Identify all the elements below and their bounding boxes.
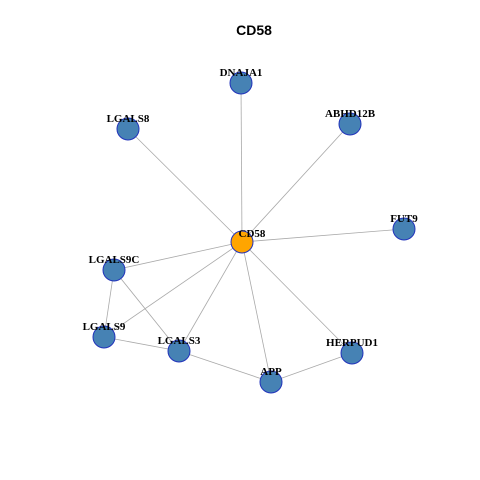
node-label-lgals3: LGALS3 xyxy=(158,335,201,347)
node-label-cd58: CD58 xyxy=(239,228,266,240)
node-lgals3[interactable] xyxy=(167,339,191,363)
edge-app-herpud1 xyxy=(270,352,353,383)
node-label-lgals8: LGALS8 xyxy=(107,113,150,125)
node-herpud1[interactable] xyxy=(340,341,364,365)
node-label-abhd12b: ABHD12B xyxy=(325,108,376,120)
edge-lgals9c-lgals3 xyxy=(113,269,180,352)
node-label-herpud1: HERPUD1 xyxy=(326,337,378,349)
node-cd58[interactable] xyxy=(230,230,254,254)
edge-lgals3-app xyxy=(178,350,272,383)
edge-cd58-herpud1 xyxy=(241,241,353,354)
node-layer xyxy=(92,71,416,394)
node-fut9[interactable] xyxy=(392,217,416,241)
edge-layer xyxy=(103,82,405,383)
edge-cd58-lgals8 xyxy=(127,128,243,243)
node-lgals9c[interactable] xyxy=(102,258,126,282)
edge-lgals9-lgals3 xyxy=(103,336,180,352)
node-app[interactable] xyxy=(259,370,283,394)
node-label-lgals9c: LGALS9C xyxy=(89,254,140,266)
node-label-dnaja1: DNAJA1 xyxy=(220,67,263,79)
node-dnaja1[interactable] xyxy=(229,71,253,95)
node-lgals9[interactable] xyxy=(92,325,116,349)
edge-cd58-abhd12b xyxy=(241,123,351,243)
graph-title: CD58 xyxy=(236,22,272,38)
edge-cd58-lgals9c xyxy=(113,241,243,271)
edge-cd58-dnaja1 xyxy=(240,82,243,243)
node-label-lgals9: LGALS9 xyxy=(83,321,126,333)
node-abhd12b[interactable] xyxy=(338,112,362,136)
node-lgals8[interactable] xyxy=(116,117,140,141)
edge-cd58-lgals9 xyxy=(103,241,243,338)
edge-cd58-fut9 xyxy=(241,228,405,243)
edge-cd58-lgals3 xyxy=(178,241,243,352)
node-label-fut9: FUT9 xyxy=(390,213,418,225)
node-label-app: APP xyxy=(260,366,282,378)
edge-cd58-app xyxy=(241,241,272,383)
